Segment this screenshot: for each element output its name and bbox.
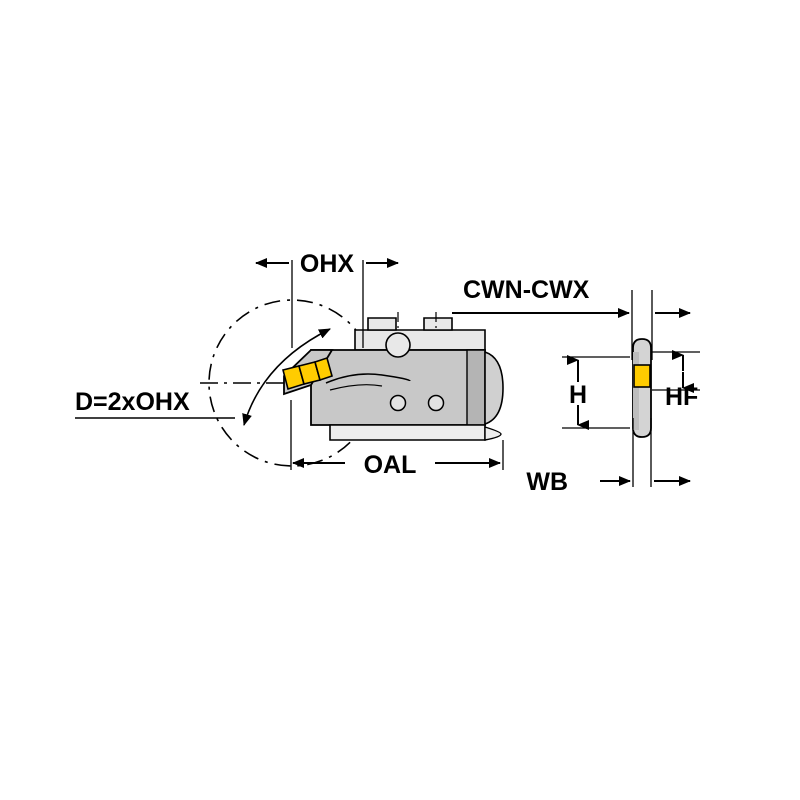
upper-boss-right [423,317,453,331]
hf-label: HF [665,383,698,411]
ohx-label: OHX [300,250,355,278]
screw-hole-mid-left [389,394,407,412]
base-plate-rear [484,426,502,441]
coolant-channel-secondary [329,384,383,391]
oal-label: OAL [364,451,417,479]
body-rear-cap [484,350,504,426]
dim-h: H [562,355,630,430]
dim-ohx: OHX [255,250,399,348]
screw-hole-mid-right [427,394,445,412]
diameter-arc-arrow [242,328,331,426]
dim-wb: WB [526,418,691,496]
base-plate [329,424,486,441]
body-right-flank [466,349,486,426]
h-label: H [569,381,587,409]
front-view-group [632,338,652,438]
tool-body [310,349,486,426]
upper-shank [354,329,486,351]
front-insert [633,364,651,388]
dim-d: D=2xOHX [75,388,235,419]
upper-boss-left [367,317,397,331]
dim-hf: HF [652,350,700,411]
side-view-group [200,299,504,467]
dim-cwn-cwx: CWN-CWX [452,276,691,360]
wb-label: WB [526,468,568,496]
cwn-cwx-label: CWN-CWX [463,276,590,304]
blade-left-shade [633,352,639,430]
d-label: D=2xOHX [75,388,190,416]
dim-oal: OAL [290,400,504,479]
screw-hole-top [385,332,411,358]
coolant-channel [325,373,411,384]
